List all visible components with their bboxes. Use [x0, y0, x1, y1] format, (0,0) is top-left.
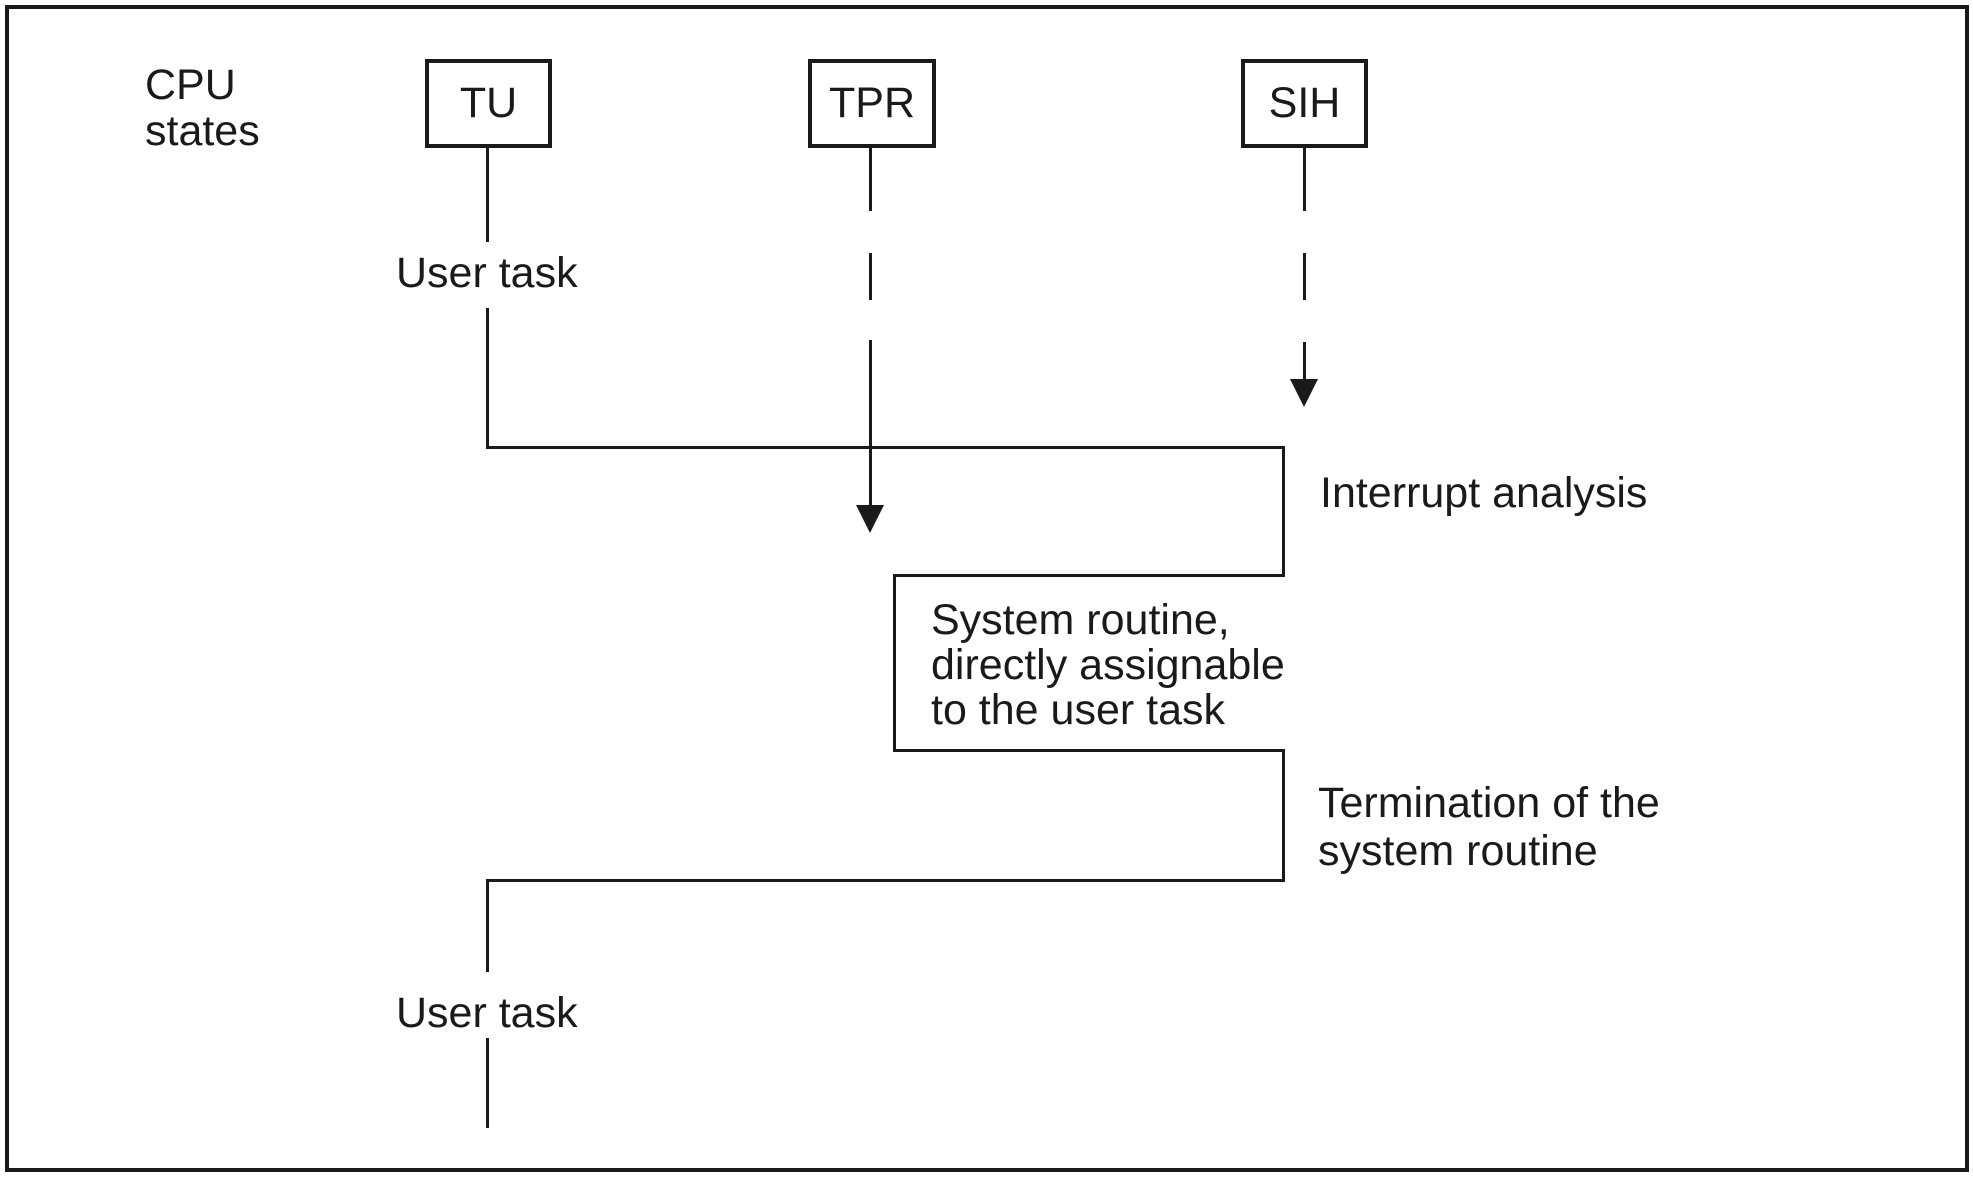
termination-label-line2: system routine	[1318, 827, 1598, 875]
tu-lifeline-upper-segment	[486, 147, 489, 242]
tpr-lifeline-arrow-shaft	[869, 340, 872, 508]
flow-line-sih-drop	[1282, 446, 1285, 577]
tu-return-upper-segment	[486, 879, 489, 972]
system-routine-label-line1: System routine,	[931, 596, 1230, 644]
state-box-sih: SIH	[1241, 59, 1368, 148]
interrupt-analysis-label: Interrupt analysis	[1320, 469, 1648, 517]
flow-line-return-to-user-task	[486, 879, 1285, 882]
cpu-states-legend: CPU states	[145, 62, 260, 154]
sih-lifeline-dash	[1303, 253, 1306, 300]
termination-label: Termination of the system routine	[1318, 779, 1660, 875]
diagram-border-frame	[5, 5, 1969, 1172]
user-task-label-top: User task	[396, 249, 578, 297]
sih-lifeline-segment-1	[1303, 146, 1306, 211]
state-box-tu-label: TU	[459, 79, 518, 127]
sih-arrowhead-icon	[1290, 379, 1318, 407]
state-box-tpr: TPR	[808, 59, 936, 148]
cpu-states-legend-line1: CPU	[145, 61, 236, 109]
flow-line-system-routine-exit	[893, 749, 1285, 752]
flow-line-interrupt-entry	[486, 446, 1285, 449]
user-task-label-bottom: User task	[396, 989, 578, 1037]
tpr-lifeline-dash	[869, 253, 872, 300]
system-routine-label-line3: to the user task	[931, 686, 1225, 734]
tpr-arrowhead-icon	[856, 505, 884, 533]
sih-lifeline-arrow-shaft	[1303, 342, 1306, 382]
system-routine-label: System routine, directly assignable to t…	[931, 598, 1285, 733]
termination-label-line1: Termination of the	[1318, 779, 1660, 827]
flow-line-to-system-routine	[893, 574, 1285, 577]
system-routine-label-line2: directly assignable	[931, 641, 1285, 689]
tpr-lifeline-segment-1	[869, 146, 872, 211]
state-box-tpr-label: TPR	[829, 79, 915, 127]
tu-lifeline-lower-segment	[486, 308, 489, 449]
state-box-tu: TU	[425, 59, 552, 148]
state-box-sih-label: SIH	[1268, 79, 1341, 127]
flow-line-termination-drop	[1282, 749, 1285, 882]
tu-return-lower-segment	[486, 1038, 489, 1128]
cpu-states-legend-line2: states	[145, 107, 260, 155]
flow-line-system-routine-left-edge	[893, 574, 896, 752]
